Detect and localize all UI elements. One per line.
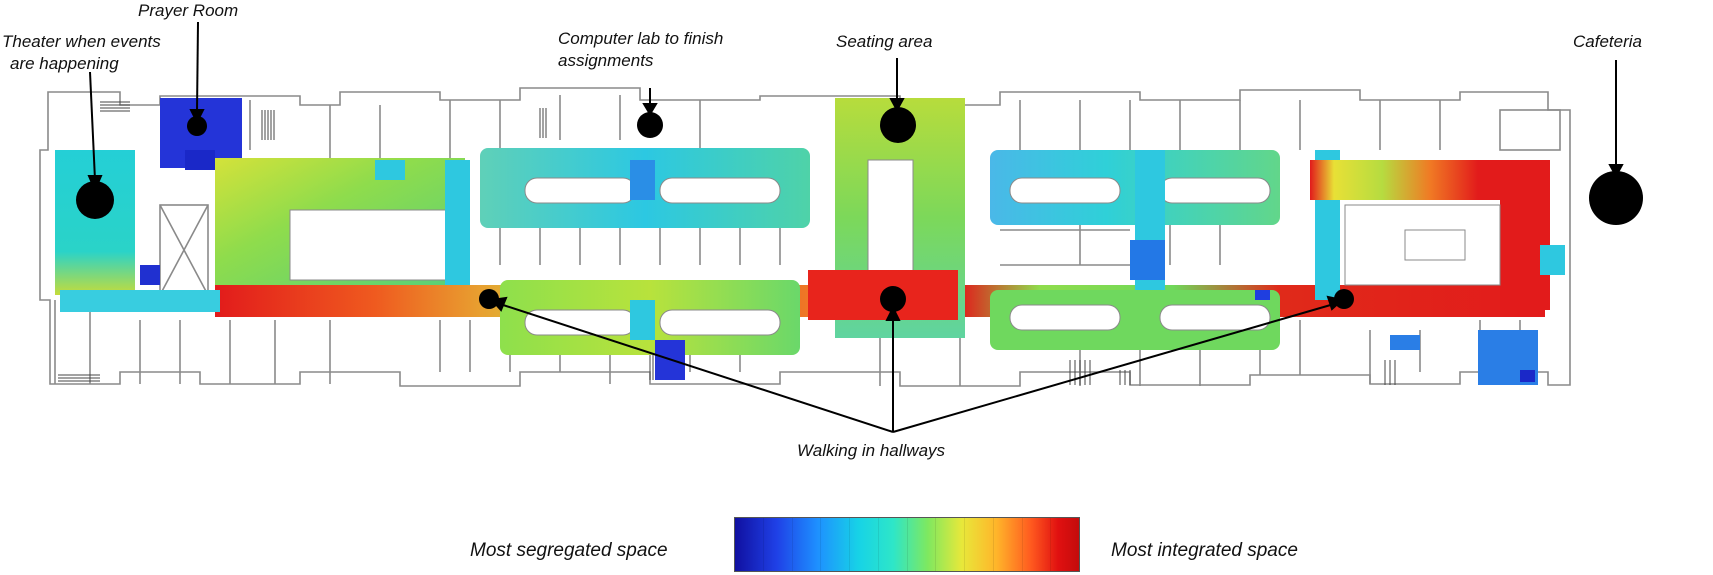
annotation-arrows xyxy=(87,21,1624,433)
label-theater-line1: Theater when events xyxy=(2,32,161,51)
heatmap-left-wing xyxy=(215,158,470,290)
label-computer-lab-line1: Computer lab to finish xyxy=(558,29,724,48)
marker-computer-lab xyxy=(637,112,663,138)
marker-seating-area xyxy=(880,107,916,143)
stairs xyxy=(58,101,1396,385)
legend-high-label: Most integrated space xyxy=(1111,540,1298,561)
marker-walking-1 xyxy=(479,289,499,309)
label-theater-line2: are happening xyxy=(10,54,119,73)
label-prayer-room: Prayer Room xyxy=(138,1,239,20)
label-cafeteria: Cafeteria xyxy=(1573,32,1642,51)
marker-theater xyxy=(76,181,114,219)
marker-walking-2 xyxy=(880,286,906,312)
label-computer-lab-line2: assignments xyxy=(558,51,654,70)
heatmap-seating-area xyxy=(808,98,965,338)
legend-low-label: Most segregated space xyxy=(470,540,668,561)
heatmap-right-loops xyxy=(990,150,1340,350)
legend-color-scale xyxy=(734,517,1080,572)
marker-cafeteria xyxy=(1589,171,1643,225)
heatmap-theater xyxy=(55,150,160,302)
heatmap-center-loops xyxy=(480,148,810,355)
heatmap-cafeteria-wing xyxy=(1310,160,1565,385)
activity-markers xyxy=(76,107,1643,312)
label-seating-area: Seating area xyxy=(836,32,933,51)
marker-prayer-room xyxy=(187,116,207,136)
label-walking-in-hallways: Walking in hallways xyxy=(797,441,946,460)
